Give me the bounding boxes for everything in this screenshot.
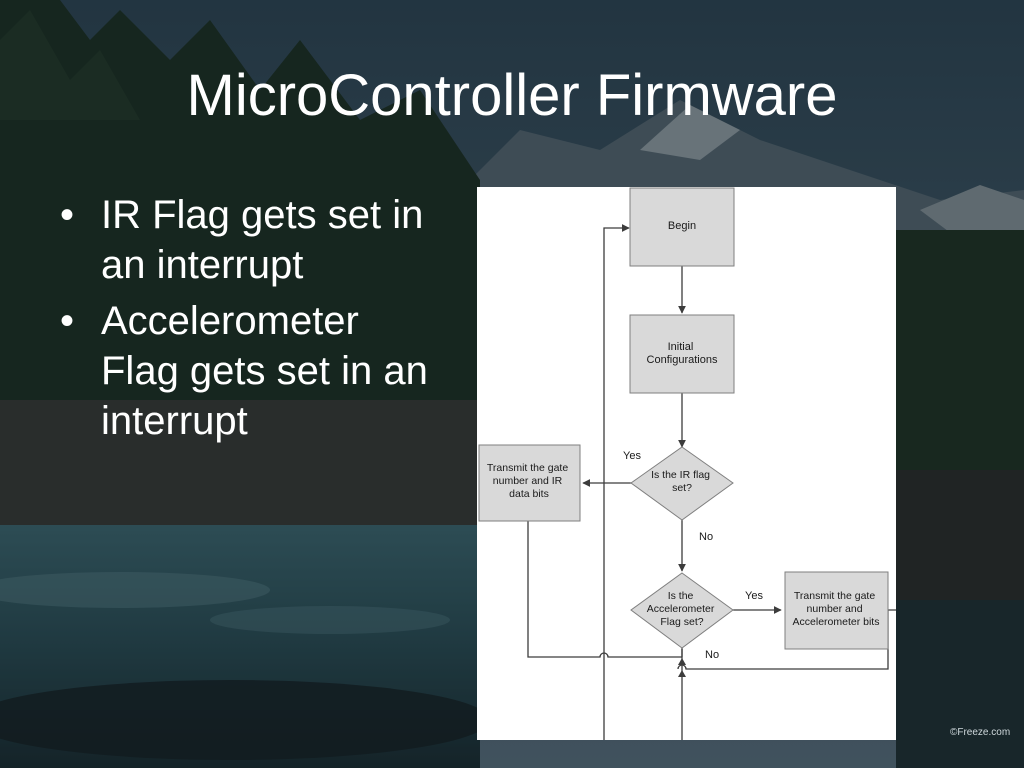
node-accelerometer-transmit: Transmit the gate number and Acceleromet… <box>784 571 889 650</box>
edge-label-acc-yes: Yes <box>745 590 763 602</box>
node-init-line-2: Configurations <box>647 354 718 366</box>
node-acc-transmit-line-2: number and <box>807 603 863 615</box>
flowchart-panel: Begin Initial Configurations Is the IR f… <box>477 187 896 740</box>
svg-text:Transmit the gate numb: Transmit the gate number and IR data bit… <box>487 462 571 500</box>
node-init-line-1: Initial <box>668 341 694 353</box>
node-acc-decision-line-2: Accelerometer <box>647 603 715 615</box>
edge-label-acc-no: No <box>705 649 719 661</box>
bullet-symbol: • <box>60 193 75 237</box>
bullet-text: IR Flag gets set in an interrupt <box>101 193 424 287</box>
node-accelerometer-decision: Is the Accelerometer Flag set? <box>630 572 734 649</box>
node-initial-configurations: Initial Configurations <box>629 314 735 394</box>
bullet-item: • Accelerometer Flag gets set in an inte… <box>56 296 436 446</box>
slide-title: MicroController Firmware <box>186 63 838 128</box>
edge-label-ir-yes: Yes <box>623 450 641 462</box>
bullet-text: Accelerometer Flag gets set in an interr… <box>101 299 428 443</box>
node-acc-decision-line-3: Flag set? <box>660 616 703 628</box>
copyright-credit: ©Freeze.com <box>950 727 1011 738</box>
merge-arrow <box>678 670 686 677</box>
merge-arrow <box>678 658 686 665</box>
bullet-list: • IR Flag gets set in an interrupt • Acc… <box>56 190 436 452</box>
node-acc-transmit-line-1: Transmit the gate <box>794 590 875 602</box>
node-ir-transmit-line-2: number and IR <box>493 475 563 487</box>
bullet-item: • IR Flag gets set in an interrupt <box>56 190 436 290</box>
edge-loop-back <box>603 224 630 740</box>
flowchart: Begin Initial Configurations Is the IR f… <box>478 187 896 740</box>
node-ir-transmit-line-1: Transmit the gate <box>487 462 568 474</box>
node-acc-transmit-line-3: Accelerometer bits <box>793 616 880 628</box>
edge-ir-transmit-return <box>527 521 682 658</box>
node-acc-decision-line-1: Is the <box>668 590 694 602</box>
node-ir-decision-line-1: Is the IR flag <box>651 469 710 481</box>
svg-text:Begin: Begin <box>668 220 696 232</box>
svg-text:Is the Accelerometer: Is the Accelerometer Flag set? <box>647 590 718 628</box>
edge-label-ir-no: No <box>699 531 713 543</box>
svg-text:Transmit the gate numb: Transmit the gate number and Acceleromet… <box>793 590 880 628</box>
node-begin: Begin <box>629 187 735 267</box>
flow-connectors <box>527 224 896 740</box>
svg-text:Is the IR flag set?: Is the IR flag set? <box>651 469 713 494</box>
node-ir-decision-line-2: set? <box>672 482 692 494</box>
node-begin-label: Begin <box>668 220 696 232</box>
node-ir-transmit-line-3: data bits <box>509 488 549 500</box>
node-ir-transmit: Transmit the gate number and IR data bit… <box>478 444 581 522</box>
node-ir-flag-decision: Is the IR flag set? <box>630 446 734 521</box>
edge-acc-transmit-return <box>677 609 896 670</box>
svg-text:Initial Configurations: Initial Configurations <box>647 341 718 366</box>
bullet-symbol: • <box>60 299 75 343</box>
